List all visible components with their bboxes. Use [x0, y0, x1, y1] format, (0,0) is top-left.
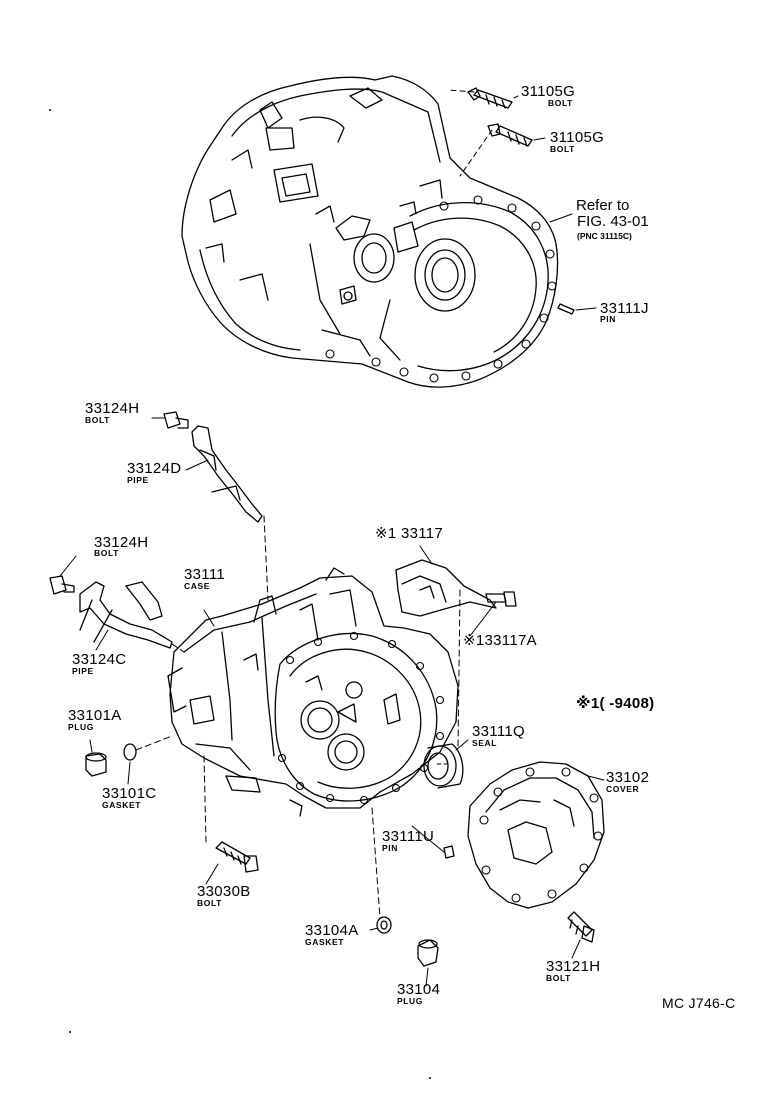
gasket-33101c: [123, 743, 137, 761]
bolt-33124h-lower: [49, 575, 75, 595]
note-text: ※1( -9408): [576, 695, 655, 712]
bolt-31105g-lower: [487, 123, 533, 147]
pipe-33124d: [191, 425, 263, 523]
oil-seal-33111q: [423, 743, 464, 789]
label-33124c-number: 33124C: [72, 651, 127, 668]
label-33104a-number: 33104A: [305, 922, 359, 939]
lower-leader-lines: [59, 417, 605, 987]
label-31105g-2-number: 31105G: [550, 129, 605, 146]
pipe-33124c: [79, 581, 173, 649]
label-33111j-number: 33111J: [600, 300, 649, 317]
label-33124d-name: PIPE: [127, 475, 149, 485]
upper-leader-lines: [447, 89, 597, 311]
label-33030b-name: BOLT: [197, 898, 222, 908]
label-33124d-number: 33124D: [127, 460, 182, 477]
label-33101a-number: 33101A: [68, 707, 122, 724]
label-33121h-name: BOLT: [546, 973, 571, 983]
bolt-33124h-upper: [163, 411, 189, 429]
label-31105g-1-number: 31105G: [521, 83, 576, 100]
label-33111q-number: 33111Q: [472, 723, 525, 740]
plug-33101a: [85, 752, 107, 777]
label-33104-number: 33104: [397, 981, 441, 998]
clutch-housing-assembly: [181, 75, 559, 388]
label-33102-number: 33102: [606, 769, 650, 786]
dots: [49, 109, 431, 1079]
bolt-31105g-upper: [467, 87, 513, 109]
pin-33111u: [443, 845, 455, 859]
label-31105g-1-name: BOLT: [548, 98, 573, 108]
gasket-33104a: [376, 916, 392, 934]
label-31105g-2-name: BOLT: [550, 144, 575, 154]
label-33124c-name: PIPE: [72, 666, 94, 676]
label-33104-name: PLUG: [397, 996, 424, 1006]
label-33101a-name: PLUG: [68, 722, 95, 732]
bolt-33121h: [567, 911, 595, 943]
label-133117a-number: ※133117A: [463, 632, 537, 649]
refer-to-text: Refer to: [576, 197, 630, 214]
label-33111u-number: 33111U: [382, 828, 435, 845]
label-33111j-name: PIN: [600, 314, 616, 324]
refer-fig-text: FIG. 43-01: [577, 213, 649, 230]
label-33111q-name: SEAL: [472, 738, 498, 748]
footer-code: MC J746-C: [662, 995, 736, 1011]
bolt-33030b: [215, 841, 259, 873]
label-33030b-number: 33030B: [197, 883, 251, 900]
label-33111-number: 33111: [184, 566, 225, 583]
label-33111-name: CASE: [184, 581, 211, 591]
label-33102-name: COVER: [606, 784, 640, 794]
cover-33117: [395, 559, 497, 617]
pin-33111j: [557, 303, 575, 315]
label-33121h-number: 33121H: [546, 958, 601, 975]
cover-33102: [467, 761, 605, 909]
bolt-133117a: [485, 591, 517, 607]
label-33117-number: ※1 33117: [375, 525, 444, 542]
label-33124h-2-number: 33124H: [94, 534, 149, 551]
label-33101c-number: 33101C: [102, 785, 157, 802]
label-33111u-name: PIN: [382, 843, 398, 853]
refer-pnc-text: (PNC 31115C): [577, 231, 632, 241]
label-33124h-2-name: BOLT: [94, 548, 119, 558]
label-33124h-1-number: 33124H: [85, 400, 140, 417]
transaxle-case-33111: [167, 567, 459, 817]
label-33104a-name: GASKET: [305, 937, 345, 947]
plug-33104: [417, 939, 439, 967]
label-33124h-1-name: BOLT: [85, 415, 110, 425]
label-33101c-name: GASKET: [102, 800, 142, 810]
